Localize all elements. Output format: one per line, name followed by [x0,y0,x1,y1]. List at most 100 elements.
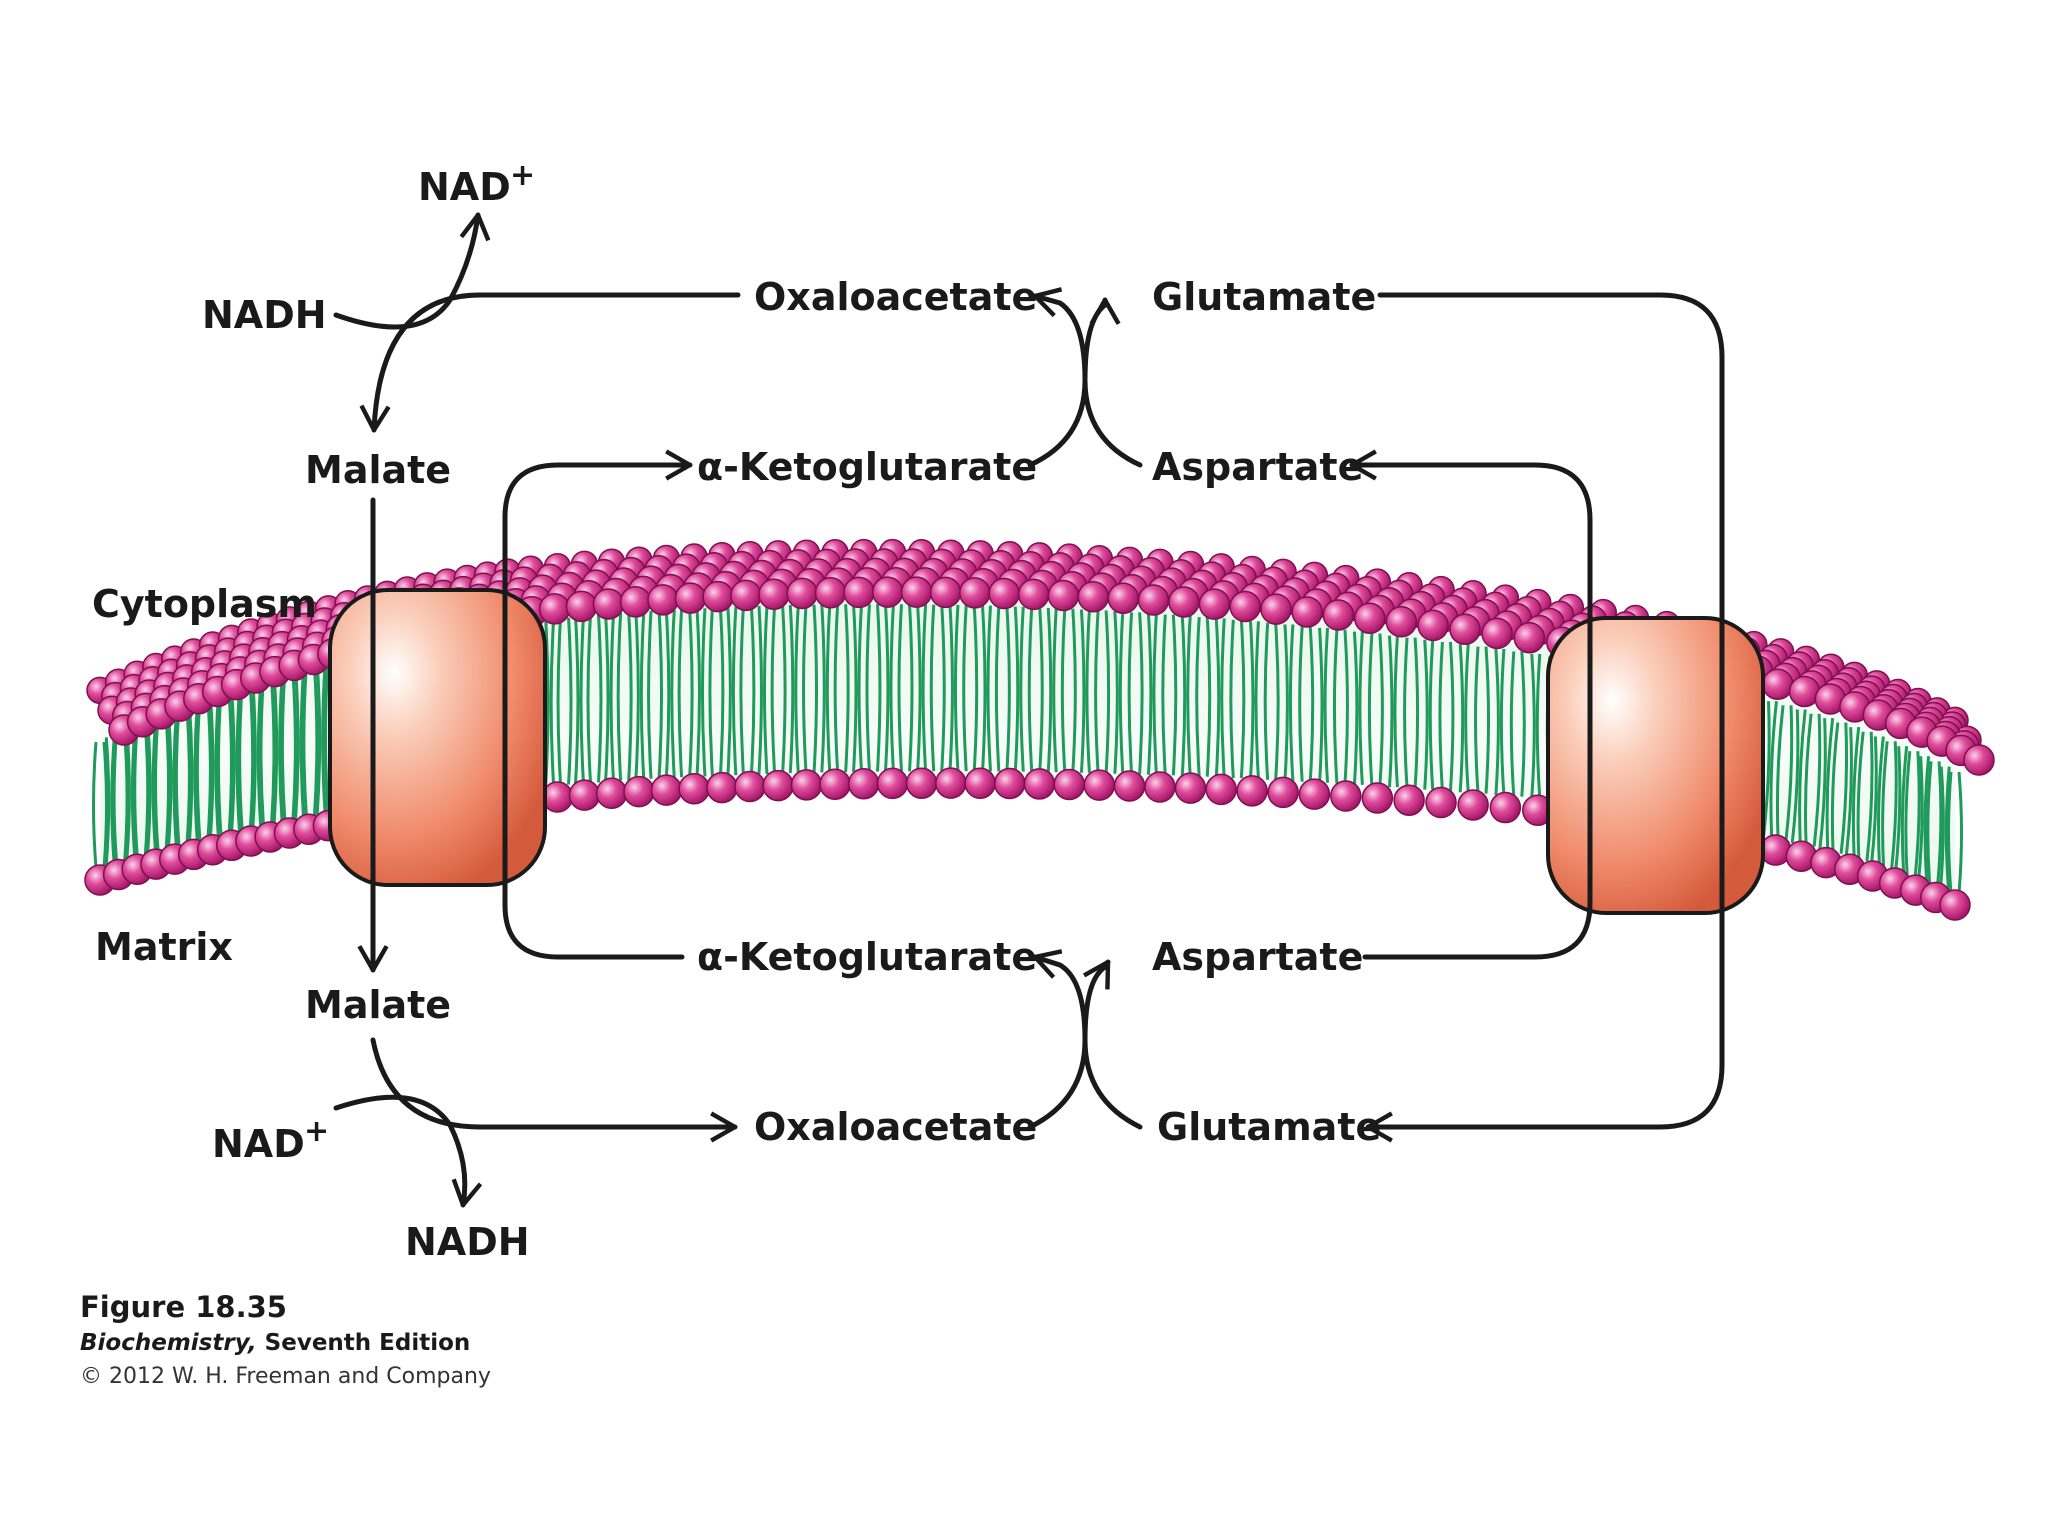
lipid-tail [1352,631,1359,785]
lipid-tail [1856,731,1865,862]
lipid-tail [677,608,684,778]
lipid-tail [302,665,308,818]
lipid-head [1393,784,1425,816]
lipid-tail [820,604,826,773]
lipid-head [1053,768,1086,801]
lipid-tail [193,703,199,843]
lipid-head [1330,780,1362,812]
lipid-tail [102,741,108,869]
lipid-head [1083,769,1116,801]
lipid-head [843,576,875,609]
lipid-tail [812,604,818,773]
lipid-head [876,767,909,800]
lipid-head [1205,773,1237,806]
lipid-tail [110,737,116,866]
lipid-tail [627,612,633,781]
lipid-tail [1428,639,1435,790]
lipid-tail [731,606,738,776]
lipid-head [959,577,991,609]
lipid-tail [739,606,745,775]
lipid-tail [1830,722,1840,854]
lipid-tail [1900,746,1909,873]
lipid-tail [1138,612,1144,775]
lipid-tail [1323,627,1330,783]
lipid-tail [1957,771,1963,894]
lipid-tail [1881,741,1889,869]
lipid-tail [259,678,265,826]
lipid-tail [1818,718,1827,851]
lipid-tail [1869,736,1878,865]
lipid-head [702,580,734,613]
lipid-tail [994,606,1001,772]
lipid-tail [1263,622,1270,780]
lipid-tail [1520,651,1526,797]
lipid-head [790,769,823,801]
lipid-tail [616,612,623,781]
lipid-tail [762,605,769,775]
lipid-tail [227,692,233,835]
cytoplasm-label: Cytoplasm [92,582,317,626]
lipid-tail [1127,612,1134,775]
lipid-tail [321,662,327,816]
lipid-tail [208,695,215,838]
akg-matrix-label: α-Ketoglutarate [697,935,1037,979]
malate-matrix-label: Malate [305,983,451,1027]
lipid-tail [324,659,330,814]
lipid-tail [916,604,922,772]
lipid-head [678,773,710,805]
lipid-tail [1913,751,1921,877]
lipid-tail [1085,609,1091,773]
lipid-tail [825,604,832,773]
lipid-tail [802,604,808,773]
lipid-tail [981,605,987,772]
lipid-head [619,586,652,618]
lipid-head [1354,602,1386,634]
lipid-tail [238,685,244,831]
lipid-head [1963,744,1995,776]
lipid-tail [248,685,255,831]
lipid-tail [664,609,671,779]
lipid-tail [1019,606,1025,772]
lipid-tail [1938,766,1945,889]
lipid-tail [1936,761,1943,885]
lipid-tail [1254,621,1260,780]
lipid-tail [972,605,979,772]
lipid-head [819,768,851,800]
matrix-label: Matrix [95,925,233,969]
lipid-tail [1784,705,1794,840]
lipid-tail [921,604,928,772]
lipid-head [1077,581,1110,613]
lipid-tail [1186,615,1192,777]
lipid-tail [908,604,914,772]
glutamate-matrix-label: Glutamate [1157,1105,1381,1149]
lipid-tail [1484,646,1490,794]
pathway-arrows [333,212,1725,1208]
nad-to-nadh-bottom-arrow [333,1094,483,1208]
lipid-tail [1046,607,1053,773]
akg-to-glutamate-arrow [1027,297,1121,468]
lipid-tail [1071,608,1077,773]
lipid-tail [1798,709,1807,844]
lipid-tail [1775,705,1785,840]
lipid-tail [216,692,223,835]
lipid-tail [1825,717,1835,851]
lipid-tail [195,699,202,840]
lipid-tail [174,707,181,846]
lipid-tail [986,605,993,772]
lipid-tail [844,604,850,773]
lipid-tail [700,608,707,777]
copyright-line: © 2012 W. H. Freeman and Company [80,1364,491,1389]
lipid-tail [92,741,98,869]
lipid-tail [130,728,137,860]
lipid-head [758,578,790,611]
lipid-head [1107,582,1140,615]
lipid-tail [579,616,585,784]
lipid-tail [1535,653,1542,799]
lipid-head [650,774,683,806]
lipid-tail [1283,624,1289,781]
lipid-head [1298,778,1331,810]
lipid-tail [657,610,664,779]
lipid-tail [1865,731,1874,862]
lipid-tail [1839,722,1849,854]
lipid-tail [1298,626,1304,782]
